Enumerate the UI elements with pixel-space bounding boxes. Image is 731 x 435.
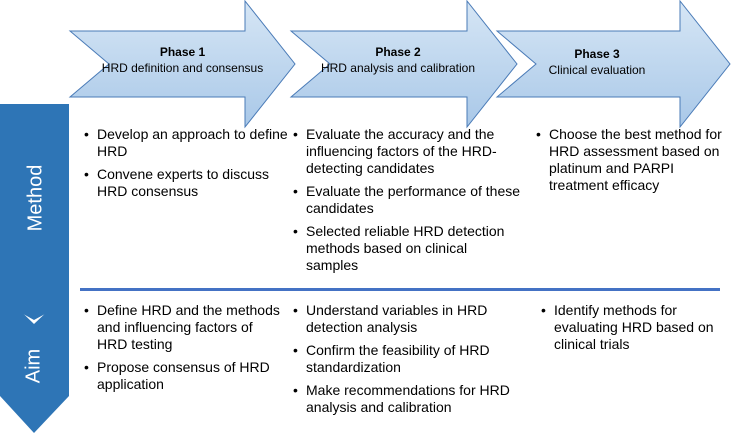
list-item: Convene experts to discuss HRD consensus: [84, 166, 289, 200]
aim-chevron: [0, 291, 69, 433]
list-item: Evaluate the performance of these candid…: [293, 183, 523, 217]
aim-phase-2-list: Understand variables in HRD detection an…: [293, 302, 523, 422]
aim-phase-1-list: Define HRD and the methods and influenci…: [84, 302, 284, 399]
method-chevron: [0, 104, 69, 320]
list-item: Propose consensus of HRD application: [84, 359, 284, 393]
phase-2-subtitle: HRD analysis and calibration: [320, 61, 476, 75]
list-item: Develop an approach to define HRD: [84, 126, 289, 160]
aim-phase-3-list: Identify methods for evaluating HRD base…: [541, 302, 726, 359]
list-item: Identify methods for evaluating HRD base…: [541, 302, 726, 353]
method-phase-3-list: Choose the best method for HRD assessmen…: [536, 126, 731, 200]
phase-2-title: Phase 2: [375, 45, 421, 59]
phase-1-subtitle: HRD definition and consensus: [101, 61, 264, 75]
phase-1-title: Phase 1: [159, 45, 206, 59]
phase-3-subtitle: Clinical evaluation: [548, 63, 646, 77]
list-item: Choose the best method for HRD assessmen…: [536, 126, 731, 194]
row-divider: [80, 288, 720, 291]
list-item: Define HRD and the methods and influenci…: [84, 302, 284, 353]
method-phase-2-list: Evaluate the accuracy and the influencin…: [293, 126, 523, 280]
aim-row-label: Aim: [22, 348, 45, 384]
list-item: Evaluate the accuracy and the influencin…: [293, 126, 523, 177]
method-phase-1-list: Develop an approach to define HRD Conven…: [84, 126, 289, 206]
phase-3-label: Phase 3 Clinical evaluation: [497, 46, 697, 78]
list-item: Understand variables in HRD detection an…: [293, 302, 523, 336]
phase-2-label: Phase 2 HRD analysis and calibration: [298, 44, 498, 76]
phase-1-label: Phase 1 HRD definition and consensus: [70, 44, 295, 76]
phase-3-title: Phase 3: [574, 47, 620, 61]
method-row-label: Method: [24, 164, 47, 232]
list-item: Selected reliable HRD detection methods …: [293, 223, 523, 274]
list-item: Make recommendations for HRD analysis an…: [293, 382, 523, 416]
list-item: Confirm the feasibility of HRD standardi…: [293, 342, 523, 376]
